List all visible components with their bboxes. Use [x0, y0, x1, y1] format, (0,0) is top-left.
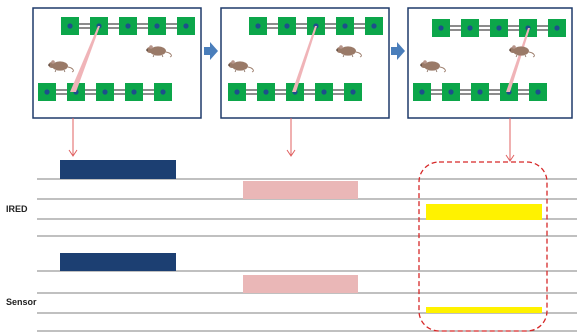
sensor-pulse-3: [426, 307, 542, 313]
panel-2-beam: [292, 26, 317, 92]
panel-1-beam: [70, 26, 100, 92]
highlight-dashed-box: [418, 161, 548, 332]
pointer-arrows: [68, 118, 515, 162]
step-arrow-icon-2: [391, 42, 405, 60]
sensor-label: Sensor: [6, 297, 37, 307]
ired-label: IRED: [6, 204, 28, 214]
step-arrow-icon-1: [204, 42, 218, 60]
sensor-pulse-1: [60, 253, 176, 271]
ired-pulse-3: [426, 204, 542, 220]
ired-pulse-2: [243, 181, 358, 199]
panel-3-beam: [506, 28, 530, 92]
sensor-pulse-2: [243, 275, 358, 293]
ired-pulse-1: [60, 160, 176, 179]
